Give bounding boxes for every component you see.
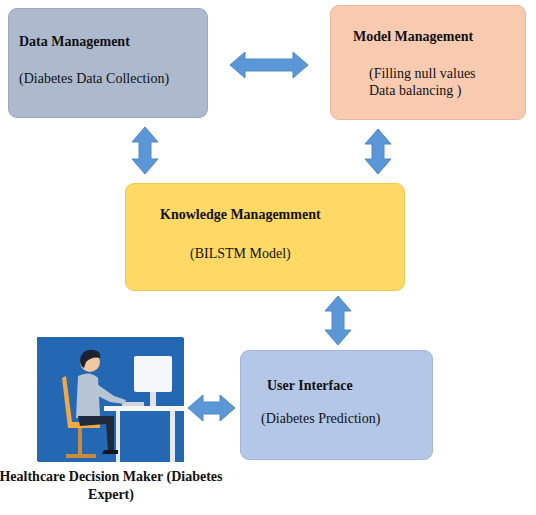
process-box: Model Management (Filling null values Dat… — [330, 5, 526, 120]
process-box: User Interface (Diabetes Prediction) — [240, 350, 433, 460]
person-at-computer-illustration — [38, 338, 184, 462]
double-arrow — [325, 296, 351, 345]
box-subtitle: (Diabetes Prediction) — [261, 410, 432, 427]
box-title: Knowledge Managemment — [160, 206, 404, 223]
process-box: Data Management (Diabetes Data Collection… — [8, 8, 208, 118]
double-arrow — [230, 52, 308, 78]
box-title: User Interface — [267, 377, 432, 394]
double-arrow — [365, 129, 391, 174]
double-arrow — [132, 127, 158, 174]
box-subtitle: (BILSTM Model) — [190, 245, 404, 262]
node-caption: Healthcare Decision Maker (Diabetes Expe… — [0, 468, 224, 504]
illustration-node: Healthcare Decision Maker (Diabetes Expe… — [37, 337, 183, 461]
box-subtitle: (Filling null values Data balancing ) — [369, 65, 501, 99]
box-title: Data Management — [19, 33, 207, 50]
double-arrow — [188, 395, 235, 421]
box-subtitle: (Diabetes Data Collection) — [19, 70, 207, 87]
box-title: Model Management — [353, 28, 525, 45]
process-box: Knowledge Managemment (BILSTM Model) — [125, 183, 405, 291]
